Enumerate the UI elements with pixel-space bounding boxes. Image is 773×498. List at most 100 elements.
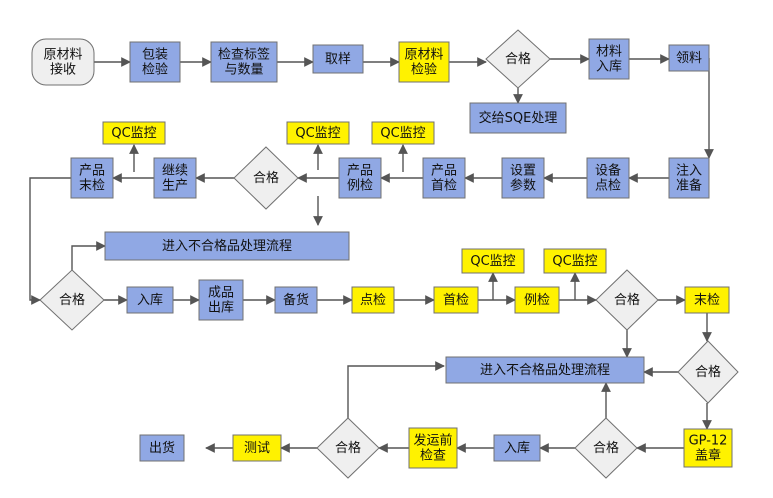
node-label: 包装检验 bbox=[142, 47, 168, 77]
node-label: 合格 bbox=[59, 292, 85, 308]
decision-diamond bbox=[595, 269, 659, 331]
node-stock-prep: 备货 bbox=[274, 286, 318, 314]
process-box bbox=[588, 38, 630, 80]
node-equipment-check: 设备点检 bbox=[586, 157, 630, 199]
node-label: 合格 bbox=[505, 51, 531, 67]
process-box bbox=[129, 41, 181, 83]
decision-pass3: 合格 bbox=[39, 269, 105, 331]
process-box bbox=[445, 356, 645, 384]
decision-pass6: 合格 bbox=[574, 417, 638, 479]
node-qc1: QC监控 bbox=[371, 121, 435, 145]
decision-pass7: 合格 bbox=[316, 417, 380, 479]
node-label: 材料入库 bbox=[596, 44, 622, 74]
node-qc5: QC监控 bbox=[543, 248, 607, 274]
node-pick-material: 领料 bbox=[668, 44, 710, 72]
node-label: QC监控 bbox=[295, 126, 340, 141]
node-label: 进入不合格品处理流程 bbox=[480, 362, 610, 378]
node-label: QC监控 bbox=[111, 126, 156, 141]
node-label: 取样 bbox=[325, 52, 351, 67]
node-label: 合格 bbox=[695, 364, 721, 380]
node-qc2: QC监控 bbox=[286, 121, 350, 145]
process-box bbox=[469, 102, 567, 134]
node-label: 交给SQE处理 bbox=[479, 110, 558, 126]
process-box bbox=[683, 428, 733, 468]
process-box bbox=[461, 248, 525, 274]
decision-diamond bbox=[233, 146, 299, 210]
node-label: 产品例检 bbox=[347, 163, 373, 193]
node-label: QC监控 bbox=[380, 126, 425, 141]
node-label: 备货 bbox=[283, 292, 309, 308]
arrow-22 bbox=[71, 241, 106, 270]
process-box bbox=[198, 279, 244, 321]
node-nc-flow2: 进入不合格品处理流程 bbox=[445, 356, 645, 384]
node-label: 原材料检验 bbox=[404, 47, 443, 77]
node-label: 原材料接收 bbox=[43, 47, 82, 77]
node-fg-out: 成品出库 bbox=[198, 279, 244, 321]
process-box bbox=[232, 434, 282, 462]
connector-arrows bbox=[29, 54, 714, 453]
decision-diamond bbox=[485, 29, 551, 89]
node-label: 合格 bbox=[253, 170, 279, 186]
node-nc-flow1: 进入不合格品处理流程 bbox=[104, 231, 350, 261]
node-pre-ship-check: 发运前检查 bbox=[408, 427, 458, 469]
node-label: 入库 bbox=[137, 292, 163, 308]
node-label: 继续生产 bbox=[162, 163, 188, 193]
process-box bbox=[70, 157, 114, 199]
process-box bbox=[668, 157, 710, 199]
process-box bbox=[351, 286, 395, 314]
node-end-check: 末检 bbox=[684, 286, 730, 314]
process-box bbox=[102, 121, 166, 145]
node-label: 首检 bbox=[443, 293, 469, 308]
node-final-check: 产品末检 bbox=[70, 157, 114, 199]
flow-nodes: 原材料接收包装检验检查标签与数量取样原材料检验合格交给SQE处理材料入库领料注入… bbox=[31, 29, 739, 479]
decision-pass1: 合格 bbox=[485, 29, 551, 89]
node-label: 合格 bbox=[335, 440, 361, 456]
node-label: QC监控 bbox=[552, 254, 597, 269]
process-box bbox=[408, 427, 458, 469]
process-box bbox=[153, 157, 197, 199]
node-label: 入库 bbox=[504, 440, 530, 456]
process-box bbox=[371, 121, 435, 145]
node-label: 注入准备 bbox=[676, 163, 702, 193]
node-label-qty-check: 检查标签与数量 bbox=[210, 41, 278, 83]
node-label: 进入不合格品处理流程 bbox=[162, 238, 292, 254]
decision-pass5: 合格 bbox=[677, 340, 739, 404]
process-box bbox=[139, 434, 185, 462]
node-material-inspect: 原材料检验 bbox=[398, 41, 450, 83]
node-label: 设置参数 bbox=[510, 163, 536, 193]
arrow-21 bbox=[29, 177, 71, 305]
node-spot-check: 点检 bbox=[351, 286, 395, 314]
node-sampling: 取样 bbox=[312, 44, 364, 74]
node-label: 领料 bbox=[676, 51, 702, 66]
decision-diamond bbox=[39, 269, 105, 331]
node-set-params: 设置参数 bbox=[501, 157, 545, 199]
node-label: 设备点检 bbox=[595, 162, 621, 193]
node-ship: 出货 bbox=[139, 434, 185, 462]
decision-diamond bbox=[677, 340, 739, 404]
node-label: 成品出库 bbox=[208, 285, 234, 315]
node-continue-prod: 继续生产 bbox=[153, 157, 197, 199]
node-qc4: QC监控 bbox=[461, 248, 525, 274]
node-patrol-check: 产品例检 bbox=[338, 157, 382, 199]
node-inject-prep: 注入准备 bbox=[668, 157, 710, 199]
start-terminal bbox=[31, 38, 95, 86]
decision-diamond bbox=[316, 417, 380, 479]
node-first-article: 产品首检 bbox=[422, 157, 466, 199]
process-box bbox=[684, 286, 730, 314]
node-label: 合格 bbox=[614, 292, 640, 308]
decision-diamond bbox=[574, 417, 638, 479]
node-receive: 原材料接收 bbox=[31, 38, 95, 86]
process-box bbox=[433, 286, 479, 314]
process-box bbox=[501, 157, 545, 199]
decision-pass4: 合格 bbox=[595, 269, 659, 331]
node-label: 合格 bbox=[593, 440, 619, 456]
process-box bbox=[586, 157, 630, 199]
process-box bbox=[514, 286, 560, 314]
process-box bbox=[286, 121, 350, 145]
node-label: 发运前检查 bbox=[413, 432, 452, 463]
node-label: 点检 bbox=[360, 293, 386, 308]
